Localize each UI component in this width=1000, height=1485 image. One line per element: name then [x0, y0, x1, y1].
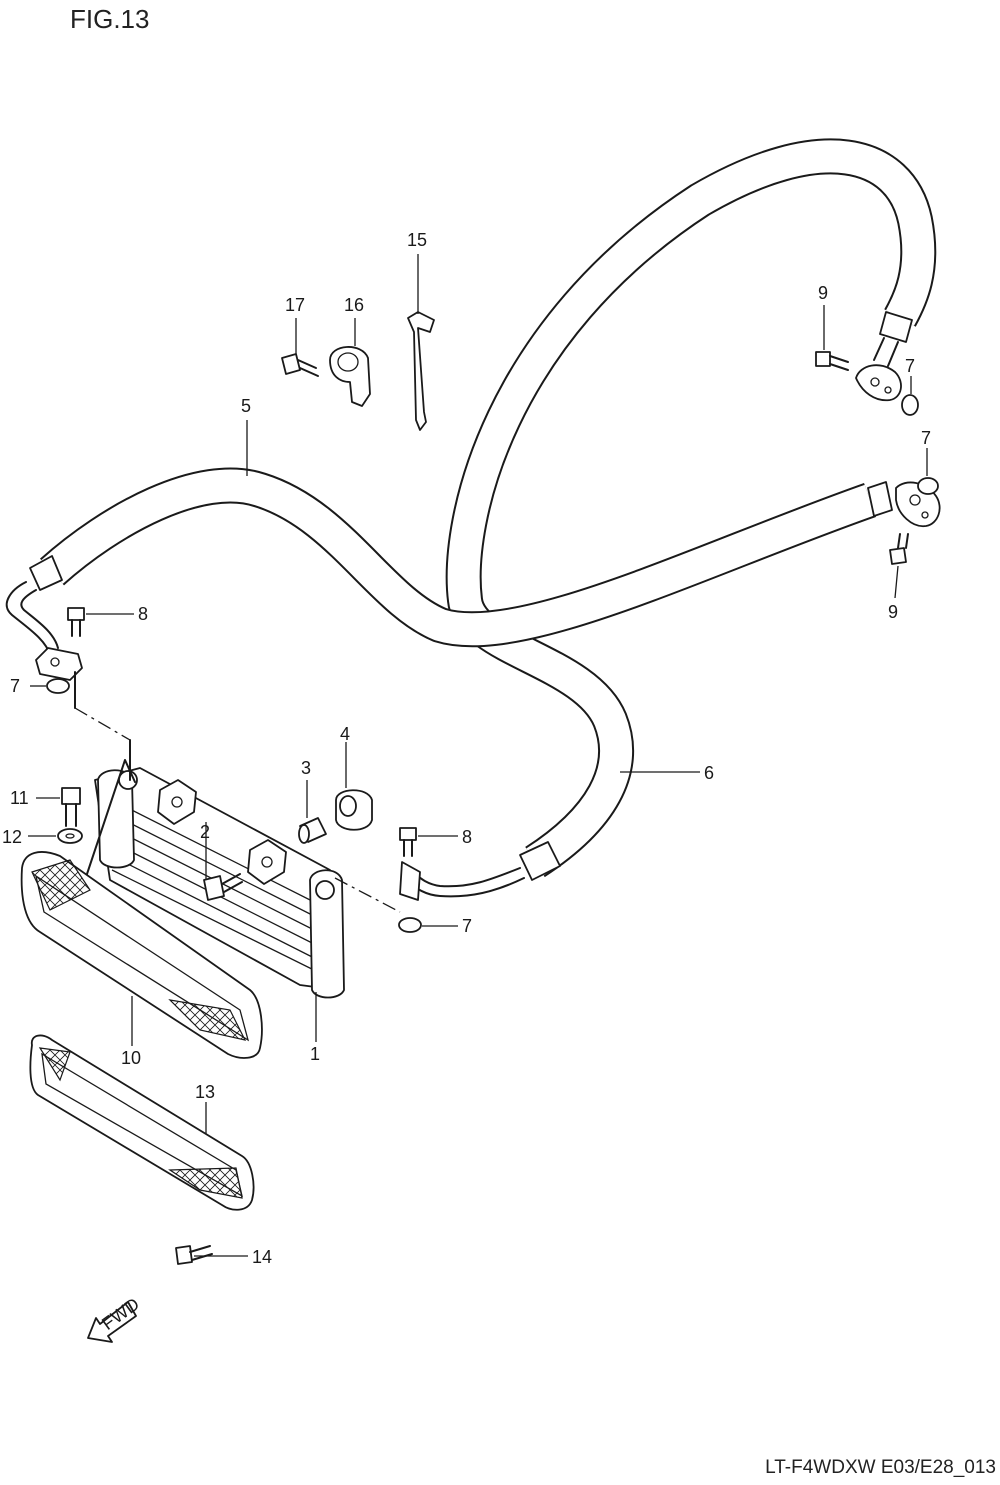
bolt-14 — [175, 1245, 213, 1265]
callout-2: 2 — [200, 822, 210, 842]
callout-9-top: 9 — [818, 283, 828, 303]
cooler-guard-10 — [20, 851, 263, 1059]
clamp-16 — [329, 346, 371, 407]
callout-1: 1 — [310, 1044, 320, 1064]
callout-14: 14 — [252, 1247, 272, 1267]
callout-7-left: 7 — [10, 676, 20, 696]
bolt-9-top — [815, 351, 849, 371]
fwd-arrow-icon: FWD — [87, 1294, 143, 1343]
cooler-net-13 — [29, 1034, 255, 1211]
bolt-11 — [61, 787, 81, 827]
collar-3 — [298, 817, 327, 844]
callout-10: 10 — [121, 1048, 141, 1068]
bolt-9-bottom — [889, 533, 909, 565]
callout-9-bottom: 9 — [888, 602, 898, 622]
callout-16: 16 — [344, 295, 364, 315]
callout-7-bottom: 7 — [462, 916, 472, 936]
cushion-4 — [335, 789, 373, 831]
figure-title: FIG.13 — [70, 4, 150, 34]
callout-6: 6 — [704, 763, 714, 783]
callout-17: 17 — [285, 295, 305, 315]
leader-lines — [28, 254, 928, 1257]
callout-8-right: 8 — [462, 827, 472, 847]
callout-4: 4 — [340, 724, 350, 744]
callout-11: 11 — [10, 788, 29, 808]
callout-12: 12 — [2, 827, 22, 847]
callouts: 1 2 3 4 5 6 7 7 7 7 8 8 9 9 10 11 12 13 … — [2, 230, 931, 1267]
cable-tie-15 — [407, 311, 435, 431]
callout-13: 13 — [195, 1082, 215, 1102]
oil-hose-6 — [399, 138, 937, 901]
o-ring-7-right — [917, 477, 939, 495]
bolt-8-left — [67, 607, 85, 637]
callout-5: 5 — [241, 396, 251, 416]
bolt-8-right — [399, 827, 417, 857]
diagram-code: LT-F4WDXW E03/E28_013 — [765, 1457, 996, 1478]
o-ring-7-bottom — [398, 917, 422, 933]
o-ring-7-top — [901, 394, 919, 416]
o-ring-7-left — [46, 678, 70, 694]
callout-7-right: 7 — [921, 428, 931, 448]
callout-8-left: 8 — [138, 604, 148, 624]
callout-15: 15 — [407, 230, 427, 250]
bolt-2 — [203, 873, 243, 901]
callout-7-top: 7 — [905, 356, 915, 376]
washer-12 — [57, 828, 83, 844]
callout-3: 3 — [301, 758, 311, 778]
oil-hose-5 — [5, 467, 941, 681]
bolt-17 — [281, 353, 319, 377]
